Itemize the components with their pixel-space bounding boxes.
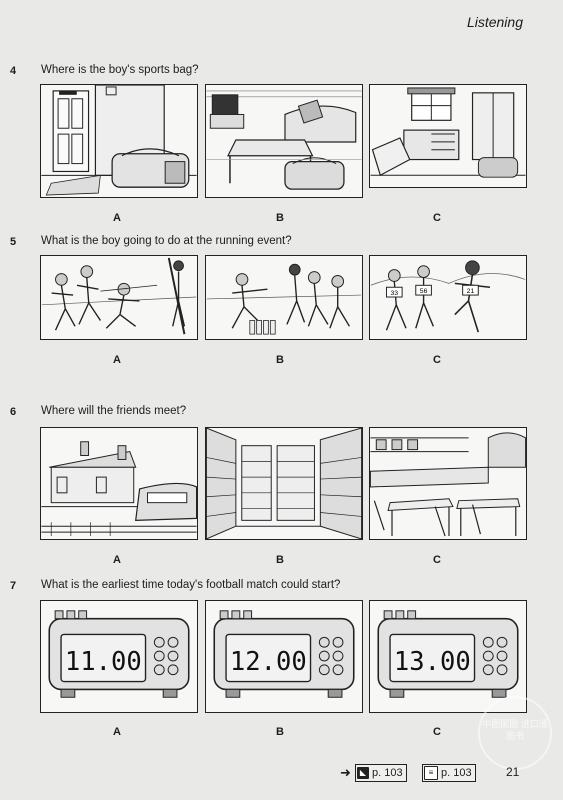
q7-option-b-picture[interactable]: 12.00 <box>205 600 363 713</box>
transcript-reference-link[interactable]: ≡ p. 103 <box>422 764 476 782</box>
q4-option-c-picture[interactable] <box>369 84 527 188</box>
clock-b-time: 12.00 <box>230 647 307 677</box>
q4-option-b-picture[interactable] <box>205 84 363 198</box>
q4-option-a-picture[interactable] <box>40 84 198 198</box>
q5-option-c-picture[interactable]: 33 56 21 <box>369 255 527 340</box>
q6-option-b-label: B <box>276 554 284 566</box>
q5-option-a-picture[interactable] <box>40 255 198 340</box>
question-7-number: 7 <box>10 580 17 592</box>
q5-option-a-label: A <box>113 354 121 366</box>
transcript-icon: ≡ <box>424 766 438 780</box>
q6-option-c-picture[interactable] <box>369 427 527 540</box>
q4-option-c-label: C <box>433 212 441 224</box>
question-6-number: 6 <box>10 406 17 418</box>
q4-option-b-label: B <box>276 212 284 224</box>
question-4-number: 4 <box>10 65 17 77</box>
audio-reference-page: p. 103 <box>372 767 403 779</box>
q6-option-b-picture[interactable] <box>205 427 363 540</box>
bib-56-text: 56 <box>420 288 428 295</box>
page-header: Listening <box>466 14 523 30</box>
q6-option-a-picture[interactable] <box>40 427 198 540</box>
q7-option-b-label: B <box>276 726 284 738</box>
question-6-text: Where will the friends meet? <box>41 405 187 417</box>
q4-option-a-label: A <box>113 212 121 224</box>
question-7-text: What is the earliest time today's footba… <box>41 579 341 591</box>
q5-option-b-picture[interactable] <box>205 255 363 340</box>
arrow-right-icon: ➜ <box>340 765 351 780</box>
bib-21-text: 21 <box>467 288 475 295</box>
clock-c-time: 13.00 <box>394 647 471 677</box>
q6-option-c-label: C <box>433 554 441 566</box>
q7-option-a-label: A <box>113 726 121 738</box>
question-5-text: What is the boy going to do at the runni… <box>41 235 292 247</box>
transcript-reference-page: p. 103 <box>441 767 472 779</box>
q5-option-c-label: C <box>433 354 441 366</box>
q7-option-a-picture[interactable]: 11.00 <box>40 600 198 713</box>
question-4-text: Where is the boy's sports bag? <box>41 64 199 76</box>
bib-33-text: 33 <box>390 290 398 297</box>
question-5-number: 5 <box>10 236 17 248</box>
q6-option-a-label: A <box>113 554 121 566</box>
audio-reference-link[interactable]: ◣ p. 103 <box>355 764 407 782</box>
q5-option-b-label: B <box>276 354 284 366</box>
q7-option-c-picture[interactable]: 13.00 <box>369 600 527 713</box>
q7-option-c-label: C <box>433 726 441 738</box>
clock-a-time: 11.00 <box>65 647 142 677</box>
watermark-seal: 中图国图 进口通 图书 <box>478 696 552 770</box>
audio-track-icon: ◣ <box>357 767 369 779</box>
page-number: 21 <box>506 765 520 779</box>
